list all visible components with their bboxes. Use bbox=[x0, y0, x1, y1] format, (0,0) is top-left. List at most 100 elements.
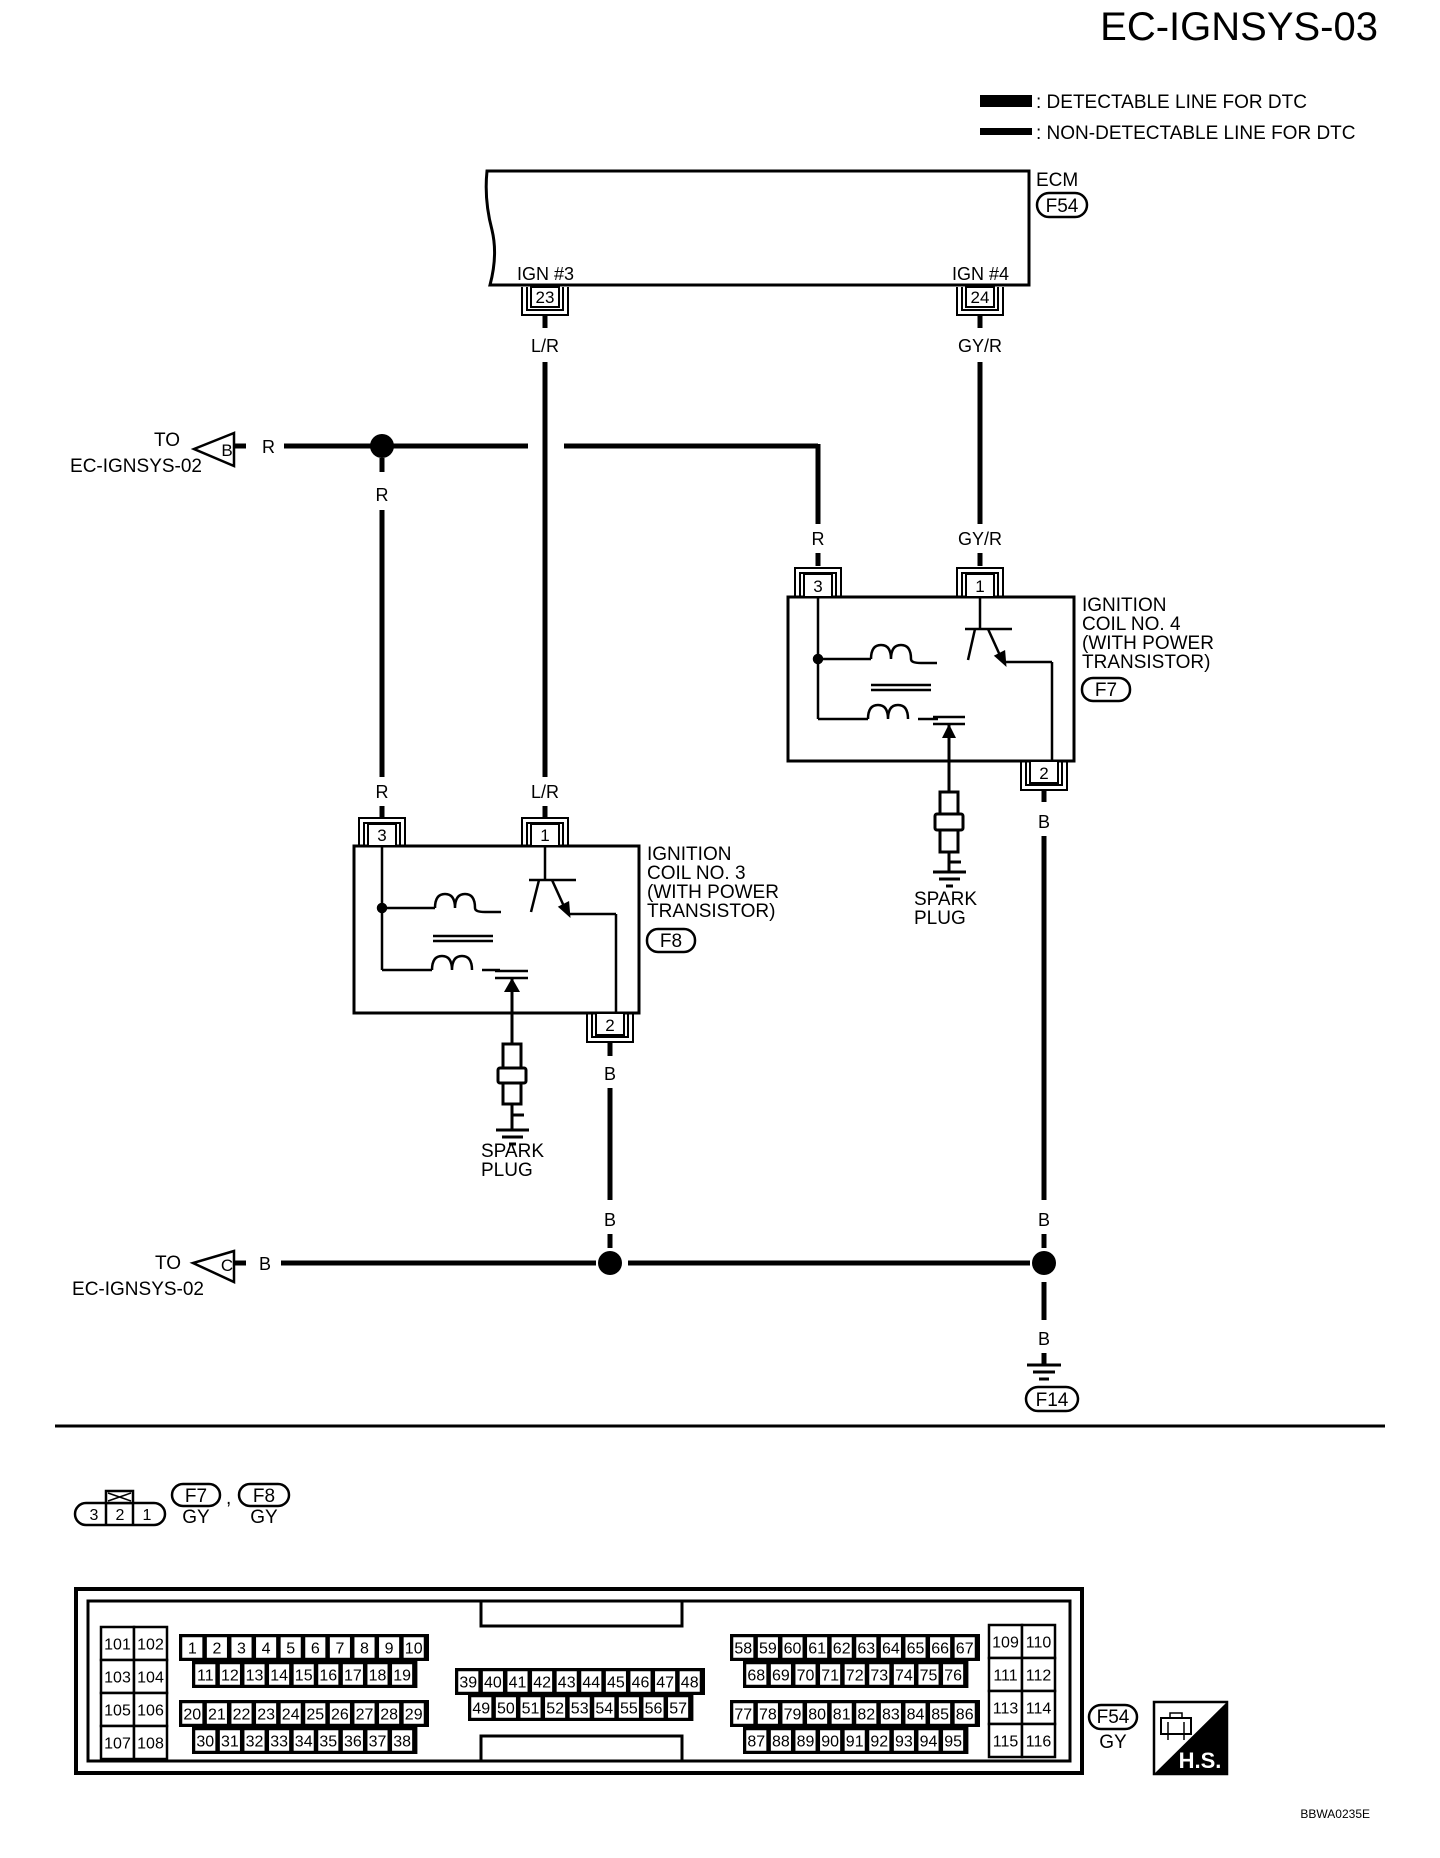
ecm-cavity-67 bbox=[952, 1634, 978, 1661]
coil4-spark-plug-icon bbox=[933, 790, 966, 888]
ecm-cavity-88 bbox=[768, 1727, 794, 1754]
offpage-c-to-label: TO bbox=[155, 1253, 181, 1274]
ecm-cavity-89 bbox=[792, 1727, 819, 1754]
coil3-transformer-icon bbox=[376, 846, 501, 972]
cavity-1: 1 bbox=[143, 1507, 152, 1524]
ecm-cavity-number: 46 bbox=[632, 1675, 650, 1692]
ecm-cavity-number: 112 bbox=[1026, 1668, 1052, 1685]
wire-r-coil3-label: R bbox=[376, 782, 389, 802]
ecm-cavity-number: 15 bbox=[295, 1668, 313, 1685]
ecm-cavity-59 bbox=[755, 1634, 781, 1661]
coil3-transistor-icon bbox=[529, 846, 618, 1013]
wire-r-coil4-label: R bbox=[812, 529, 825, 549]
ecm-connector-view-badge bbox=[1087, 1703, 1139, 1731]
coil4-pin-2: 2 bbox=[1020, 760, 1068, 791]
coil3-pin-1: 1 bbox=[521, 817, 569, 847]
ecm-pin-23-number: 23 bbox=[536, 288, 555, 307]
ecm-cavity-number: 7 bbox=[335, 1641, 344, 1658]
offpage-b-id: B bbox=[221, 441, 232, 460]
ecm-cavity-number: 65 bbox=[907, 1641, 925, 1658]
offpage-c-target: EC-IGNSYS-02 bbox=[72, 1279, 204, 1300]
ecm-cavity-number: 18 bbox=[369, 1668, 387, 1685]
ecm-cavity-number: 22 bbox=[233, 1707, 251, 1724]
ecm-cavity-64 bbox=[878, 1634, 904, 1661]
ecm-cavity-65 bbox=[902, 1634, 929, 1661]
ecm-cavity-82 bbox=[853, 1700, 879, 1727]
offpage-connector-c[interactable]: TO EC-IGNSYS-02 C B bbox=[72, 1249, 271, 1300]
ecm-cavity-115 bbox=[987, 1722, 1024, 1759]
ecm-cavity-number: 53 bbox=[571, 1701, 589, 1718]
ecm-cavity-78 bbox=[755, 1700, 781, 1727]
ecm-cavity-number: 86 bbox=[956, 1707, 974, 1724]
ecm-cavity-number: 78 bbox=[759, 1707, 777, 1724]
legend-non-detectable-label: : NON-DETECTABLE LINE FOR DTC bbox=[1036, 123, 1356, 144]
ecm-cavity-81 bbox=[829, 1700, 855, 1727]
ecm-cavity-number: 41 bbox=[509, 1675, 527, 1692]
ecm-cavity-number: 114 bbox=[1026, 1701, 1052, 1718]
ecm-cavity-number: 95 bbox=[944, 1734, 962, 1751]
ecm-terminal-ign4-label: IGN #4 bbox=[952, 264, 1009, 284]
ecm-cavity-113 bbox=[987, 1689, 1024, 1726]
wire-r-branch-label: R bbox=[376, 485, 389, 505]
ecm-cavity-30 bbox=[192, 1727, 218, 1754]
ignition-coil-4: 3 1 bbox=[786, 567, 1214, 929]
ecm-label: ECM bbox=[1036, 170, 1078, 191]
ecm-cavity-41 bbox=[504, 1668, 531, 1695]
ecm-cavity-number: 90 bbox=[821, 1734, 839, 1751]
offpage-connector-b[interactable]: TO EC-IGNSYS-02 B R bbox=[70, 430, 275, 477]
ecm-cavity-number: 82 bbox=[857, 1707, 875, 1724]
ecm-cavity-61 bbox=[804, 1634, 830, 1661]
coil4-pin-1-number: 1 bbox=[975, 577, 984, 596]
ecm-cavity-number: 68 bbox=[747, 1668, 765, 1685]
coil3-pin-2: 2 bbox=[586, 1012, 634, 1043]
coil-connector-ref-f8-badge bbox=[237, 1482, 291, 1508]
ecm-cavity-51 bbox=[517, 1694, 544, 1721]
ecm-cavity-number: 113 bbox=[993, 1701, 1019, 1718]
ecm-cavity-74 bbox=[891, 1661, 917, 1688]
ecm-cavity-number: 35 bbox=[319, 1734, 337, 1751]
ecm-cavity-number: 6 bbox=[311, 1641, 320, 1658]
ecm-cavity-number: 73 bbox=[870, 1668, 888, 1685]
ecm-cavity-number: 51 bbox=[522, 1701, 540, 1718]
ecm-cavity-12 bbox=[217, 1661, 243, 1688]
ecm-cavity-number: 21 bbox=[208, 1707, 226, 1724]
ecm-cavity-54 bbox=[591, 1694, 617, 1721]
ecm-cavity-number: 88 bbox=[772, 1734, 790, 1751]
ecm-cavity-85 bbox=[927, 1700, 953, 1727]
ecm-cavity-number: 4 bbox=[262, 1641, 271, 1658]
ecm-cavity-number: 81 bbox=[833, 1707, 851, 1724]
coil-connector-view: 3 2 1 F7 , GY F8 GY bbox=[73, 1482, 291, 1528]
ecm-cavity-25 bbox=[302, 1700, 328, 1727]
ecm-cavity-80 bbox=[804, 1700, 830, 1727]
ecm-cavity-108 bbox=[132, 1724, 169, 1761]
offpage-b-target: EC-IGNSYS-02 bbox=[70, 456, 202, 477]
ecm-cavity-9 bbox=[376, 1634, 402, 1661]
ecm-cavity-7 bbox=[327, 1634, 353, 1661]
coil4-pin-3: 3 bbox=[794, 567, 842, 598]
wire-r-bus: R R R bbox=[284, 434, 825, 818]
ecm-cavity-number: 1 bbox=[188, 1641, 197, 1658]
ecm-cavity-110 bbox=[1020, 1623, 1057, 1660]
ecm-cavity-66 bbox=[927, 1634, 953, 1661]
wire-gyr-label-top: GY/R bbox=[958, 336, 1002, 356]
ecm-cavity-11 bbox=[192, 1661, 218, 1688]
ecm-cavity-92 bbox=[866, 1727, 892, 1754]
page-title: EC-IGNSYS-03 bbox=[1100, 5, 1378, 49]
wire-lr-label-bottom: L/R bbox=[531, 782, 559, 802]
ecm-cavity-number: 67 bbox=[956, 1641, 974, 1658]
ecm-cavity-number: 12 bbox=[221, 1668, 239, 1685]
ecm-cavity-62 bbox=[829, 1634, 855, 1661]
ecm-cavity-76 bbox=[940, 1661, 966, 1688]
ecm-cavity-number: 79 bbox=[784, 1707, 802, 1724]
ecm-cavity-number: 110 bbox=[1026, 1635, 1052, 1652]
ecm-cavity-number: 33 bbox=[270, 1734, 288, 1751]
coil3-spark-plug-label-1: SPARK bbox=[481, 1141, 544, 1162]
ecm-cavity-16 bbox=[315, 1661, 341, 1688]
coil4-name-line-1: IGNITION bbox=[1082, 595, 1166, 616]
ecm-cavity-93 bbox=[891, 1727, 917, 1754]
ecm-cavity-number: 16 bbox=[319, 1668, 337, 1685]
ecm-cavity-68 bbox=[743, 1661, 769, 1688]
ecm-cavity-79 bbox=[779, 1700, 806, 1727]
ecm-cavity-86 bbox=[952, 1700, 978, 1727]
